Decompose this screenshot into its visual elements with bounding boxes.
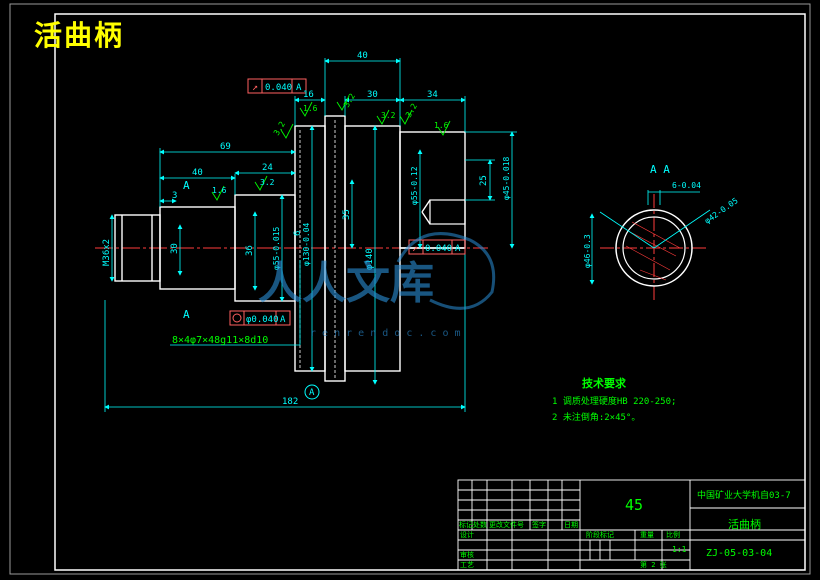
dim-m36x2: M36x2 [102,239,112,266]
dim-phi140: φ140 [365,248,375,270]
section-labels: A A 6-0.04 φ42-0.05 φ46-0.3 [583,163,740,268]
tech-item-2: 2 未注倒角:2×45°。 [552,411,640,423]
watermark-text: 人人文库 [258,258,434,309]
tolerance-middle-symbol: ↗ [412,243,418,254]
sheet-label: 第 2 张 [640,560,667,569]
dim-40-left: 40 [192,168,203,178]
dim-3: 3 [172,191,177,201]
section-label: A A [650,163,670,176]
dim-phi55-left: φ55-0.015 [272,226,281,270]
section-key-dim: 6-0.04 [672,181,701,190]
cell-label-3: 比例 [666,530,680,539]
watermark: 人人文库 r e n r e n d o c . c o m [258,258,461,339]
watermark-mark [396,232,496,310]
row-label-1: 设计 [460,530,474,539]
dim-182: 182 [282,397,298,407]
dim-24: 24 [262,163,273,173]
dimension-labels: 40 16 30 34 69 40 24 3 182 35 30 36 25 6… [102,51,511,407]
roughness-1: 1.6 [303,104,318,113]
section-inner-dim: φ46-0.3 [583,234,592,268]
cell-label-1: 阶段标记 [586,530,614,539]
part-name-label: 活曲柄 [728,518,761,531]
company-label: 中国矿业大学机自03-7 [697,489,791,501]
material-label: 45 [625,496,643,514]
tolerance-frames [229,78,466,326]
row-label-2: 审核 [460,550,474,559]
header-label-4: 签字 [532,520,546,529]
roughness-labels: 1.6 3.2 3.2 3.2 1.6 3.2 1.6 3.2 [212,92,449,195]
header-label-2: 处数 [473,520,487,529]
dim-phi130: φ130-0.04 [302,222,311,266]
watermark-url: r e n r e n d o c . c o m [310,328,461,339]
cell-label-2: 重量 [640,531,654,539]
scale-label: 1:1 [672,545,687,554]
dimension-lines [104,58,517,412]
tolerance-labels: ↗ 0.040 A ↗ 0.040 A φ0.040 A A A A [183,82,461,398]
tech-heading: 技术要求 [582,376,627,390]
drawing-title: 活曲柄 [34,19,125,52]
dim-phi45: φ45-0.018 [502,156,511,200]
roughness-2: 3.2 [272,120,287,137]
title-block-text: 45 中国矿业大学机自03-7 活曲柄 ZJ-05-03-04 1:1 第 2 … [459,489,791,569]
datum-a-label: A [309,388,315,398]
dim-34: 34 [427,90,438,100]
header-label-5: 日期 [564,521,578,529]
dim-40-top: 40 [357,51,368,61]
header-label-3: 更改文件号 [489,520,524,529]
roughness-5: 1.6 [434,121,449,130]
roughness-symbols [211,95,451,201]
roughness-3: 3.2 [342,92,357,109]
dim-25: 25 [479,175,489,186]
tolerance-top-datum: A [296,83,302,93]
tolerance-top-symbol: ↗ [252,82,258,93]
tolerance-top-value: 0.040 [265,83,292,93]
outer-frame [9,3,811,575]
dim-6: 6 [293,231,303,236]
title-block-lines [457,479,806,571]
tolerance-bottom-value: φ0.040 [246,315,279,325]
dim-36: 36 [245,245,255,256]
dim-phi55-right: φ55-0.12 [410,166,419,205]
technical-requirements: 技术要求 1 调质处理硬度HB 220-250; 2 未注倒角:2×45°。 [552,376,676,423]
dim-30: 30 [367,90,378,100]
roughness-7: 1.6 [212,186,227,195]
dim-35: 35 [342,209,352,220]
roughness-8: 3.2 [260,178,275,187]
header-label-1: 标记 [459,520,473,529]
tolerance-bottom-datum: A [280,315,286,325]
datum-circle [304,384,320,400]
inner-border [54,13,806,571]
shaft-outline [114,115,466,382]
section-mark-bottom: A [183,308,190,321]
dim-30-vertical: 30 [170,243,180,254]
tolerance-middle-datum: A [455,244,461,254]
roughness-6: 3.2 [404,102,419,119]
hidden-lines [299,120,336,378]
spline-spec: 8×4φ7×48g11×8d10 [172,335,268,346]
row-label-3: 工艺 [460,561,474,569]
roughness-4: 3.2 [381,111,396,120]
drawing-no-label: ZJ-05-03-04 [706,548,772,559]
tech-item-1: 1 调质处理硬度HB 220-250; [552,395,676,407]
tolerance-middle-value: 0.040 [425,244,452,254]
section-mark-top: A [183,179,190,192]
dim-16: 16 [303,90,314,100]
dim-69: 69 [220,142,231,152]
section-view [589,190,711,302]
